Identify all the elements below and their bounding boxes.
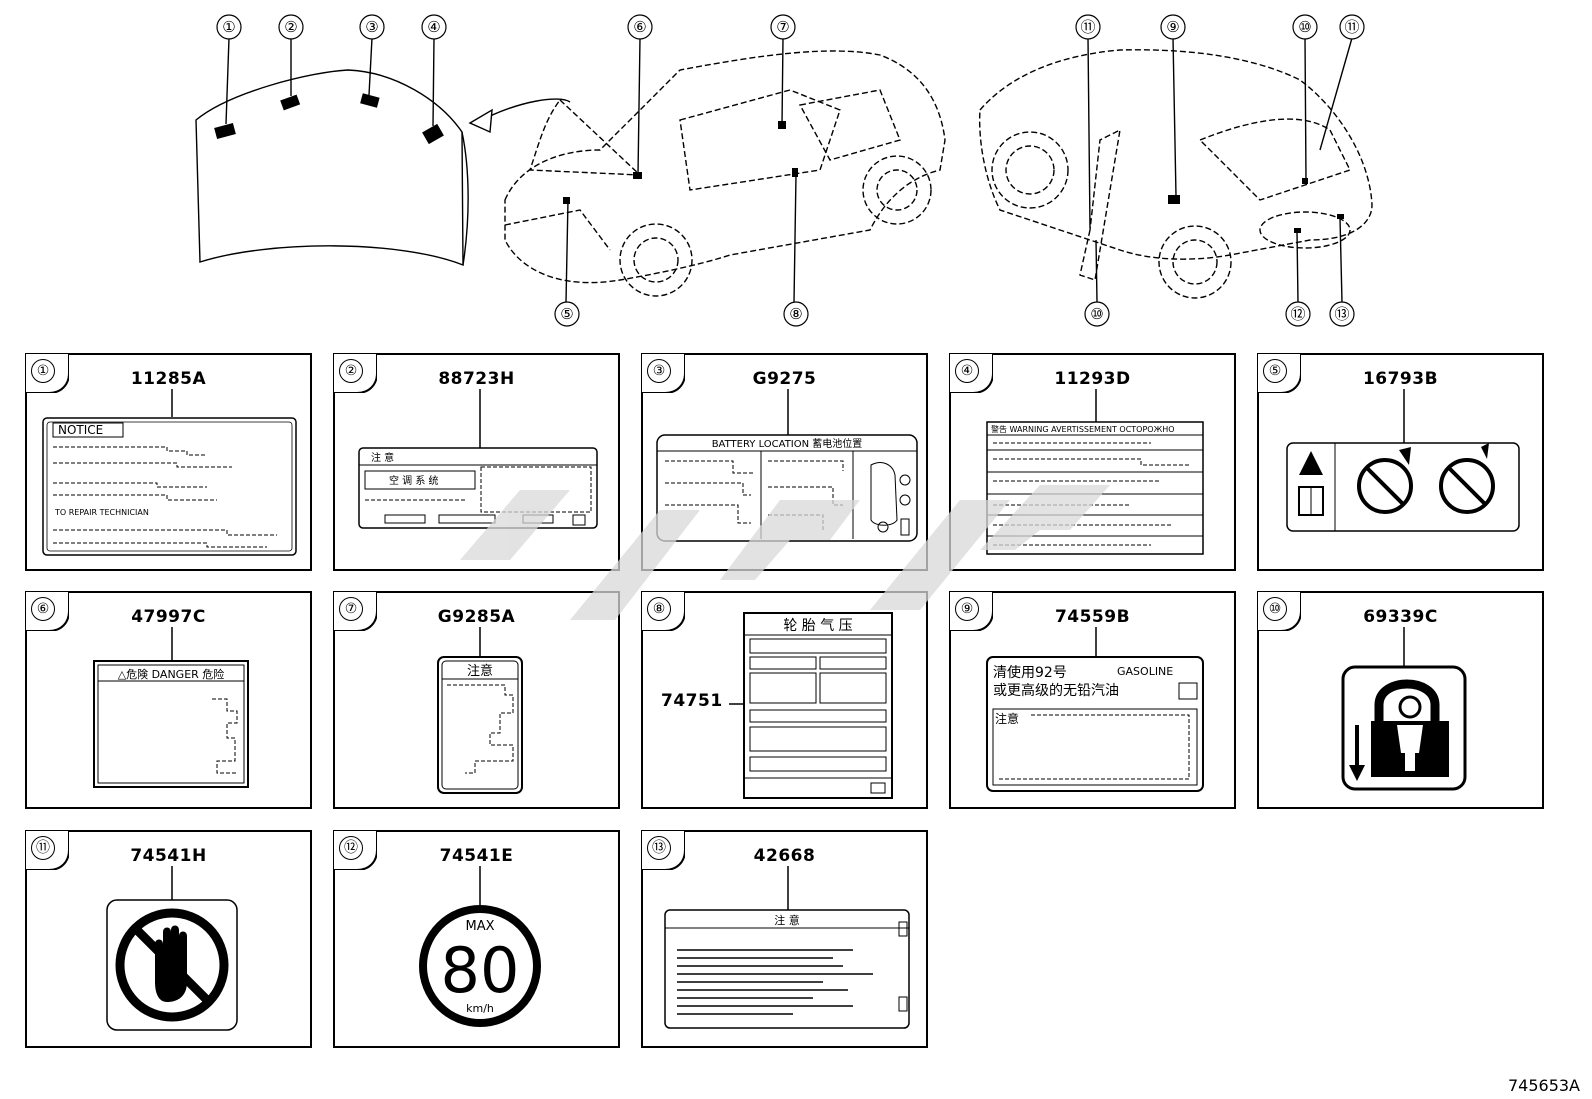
part-number: 69339C bbox=[1363, 607, 1438, 627]
svg-text:⑪: ⑪ bbox=[1344, 18, 1359, 36]
panel-9: ⑨ 74559B 清使用92号 GASOLINE 或更高级的无铅汽油 注意 bbox=[949, 591, 1236, 809]
svg-text:注意: 注意 bbox=[995, 711, 1019, 726]
svg-text:清使用92号: 清使用92号 bbox=[993, 664, 1067, 681]
svg-text:②: ② bbox=[284, 18, 297, 36]
svg-text:③: ③ bbox=[365, 18, 378, 36]
panel-2: ② 88723H 注 意 空 调 系 统 bbox=[333, 353, 620, 571]
callout-3: ③ bbox=[359, 14, 385, 40]
notice-label-icon: NOTICE TO REPAIR TECHNICIAN bbox=[42, 389, 297, 556]
svg-text:km/h: km/h bbox=[466, 1002, 494, 1015]
callout-5: ⑤ bbox=[554, 301, 580, 327]
panel-tab: ⑫ bbox=[333, 830, 377, 870]
ac-caution-label-icon: 注 意 空 调 系 统 bbox=[358, 389, 598, 529]
panel-10: ⑩ 69339C bbox=[1257, 591, 1544, 809]
callouts: ① ② ③ ④ ⑤ ⑥ ⑦ ⑧ ⑪ ⑨ ⑩ ⑪ ⑩ ⑫ ⑬ bbox=[216, 14, 1365, 327]
callout-11-a: ⑪ bbox=[1075, 14, 1101, 40]
svg-text:注 意: 注 意 bbox=[774, 913, 800, 927]
part-number: 74541E bbox=[439, 846, 514, 866]
panel-3: ③ G9275 BATTERY LOCATION 蓄电池位置 bbox=[641, 353, 928, 571]
svg-text:NOTICE: NOTICE bbox=[58, 423, 103, 437]
panel-13: ⑬ 42668 注 意 bbox=[641, 830, 928, 1048]
vehicle-overview-illustration: ① ② ③ ④ ⑤ ⑥ ⑦ ⑧ ⑪ ⑨ ⑩ ⑪ ⑩ ⑫ ⑬ bbox=[195, 14, 1373, 327]
caution-label-icon: 注意 bbox=[437, 627, 523, 794]
front-car-drawing bbox=[504, 50, 946, 297]
callout-9: ⑨ bbox=[1160, 14, 1186, 40]
part-number: 11285A bbox=[130, 369, 207, 389]
speed-limit-icon: MAX 80 km/h bbox=[419, 866, 541, 1027]
svg-text:或更高级的无铅汽油: 或更高级的无铅汽油 bbox=[993, 682, 1119, 699]
svg-text:④: ④ bbox=[427, 18, 440, 36]
callout-7: ⑦ bbox=[770, 14, 796, 40]
svg-text:80: 80 bbox=[441, 934, 520, 1007]
part-number: 74541H bbox=[130, 846, 207, 866]
airbag-warning-pictogram-icon bbox=[1286, 389, 1520, 532]
part-number: G9275 bbox=[752, 369, 817, 389]
panel-1: ① 11285A NOTICE TO REPAIR TECHNICIAN bbox=[25, 353, 312, 571]
callout-1: ① bbox=[216, 14, 242, 40]
svg-text:⑩: ⑩ bbox=[1298, 18, 1311, 36]
svg-text:⑥: ⑥ bbox=[633, 18, 646, 36]
svg-text:警告 WARNING AVERTISSEMENT ОСТОР: 警告 WARNING AVERTISSEMENT ОСТОРОЖНО bbox=[991, 424, 1175, 434]
panel-8: ⑧ 74751 轮 胎 气 压 bbox=[641, 591, 928, 809]
callout-2: ② bbox=[278, 14, 304, 40]
svg-text:TO REPAIR TECHNICIAN: TO REPAIR TECHNICIAN bbox=[54, 508, 149, 517]
child-lock-icon bbox=[1341, 627, 1467, 791]
part-number: 88723H bbox=[438, 369, 515, 389]
tire-pressure-label-icon: 轮 胎 气 压 bbox=[729, 612, 893, 799]
svg-text:⑧: ⑧ bbox=[789, 305, 802, 323]
panel-4: ④ 11293D 警告 WARNING AVERTISSEMENT ОСТОРО… bbox=[949, 353, 1236, 571]
no-hand-icon bbox=[106, 866, 238, 1031]
part-number: 74751 bbox=[661, 691, 723, 711]
callout-8: ⑧ bbox=[783, 301, 809, 327]
panel-5: ⑤ 16793B bbox=[1257, 353, 1544, 571]
svg-text:注 意: 注 意 bbox=[371, 451, 394, 464]
svg-text:轮 胎 气 压: 轮 胎 气 压 bbox=[783, 618, 852, 634]
battery-location-label-icon: BATTERY LOCATION 蓄电池位置 bbox=[656, 389, 918, 542]
panel-12: ⑫ 74541E MAX 80 km/h bbox=[333, 830, 620, 1048]
svg-text:⑤: ⑤ bbox=[560, 305, 573, 323]
part-number: 11293D bbox=[1054, 369, 1131, 389]
callout-4: ④ bbox=[421, 14, 447, 40]
warning-multilingual-label-icon: 警告 WARNING AVERTISSEMENT ОСТОРОЖНО bbox=[986, 389, 1204, 555]
svg-text:⑦: ⑦ bbox=[776, 18, 789, 36]
part-number: 74559B bbox=[1054, 607, 1131, 627]
panel-6: ⑥ 47997C △危険 DANGER 危险 bbox=[25, 591, 312, 809]
panel-tab: ⑤ bbox=[1257, 353, 1301, 393]
panel-tab: ① bbox=[25, 353, 69, 393]
callout-6: ⑥ bbox=[627, 14, 653, 40]
hood-drawing bbox=[195, 37, 571, 267]
part-number: G9285A bbox=[437, 607, 516, 627]
svg-text:△危険 DANGER 危险: △危険 DANGER 危险 bbox=[118, 667, 225, 681]
svg-text:GASOLINE: GASOLINE bbox=[1117, 665, 1173, 678]
svg-text:⑫: ⑫ bbox=[1290, 305, 1305, 323]
panel-7: ⑦ G9285A 注意 bbox=[333, 591, 620, 809]
callout-12: ⑫ bbox=[1285, 301, 1311, 327]
svg-text:①: ① bbox=[222, 18, 235, 36]
svg-text:⑩: ⑩ bbox=[1090, 305, 1103, 323]
reference-code: 745653A bbox=[1507, 1076, 1580, 1095]
svg-text:空 调 系 统: 空 调 系 统 bbox=[389, 474, 439, 487]
callout-11-b: ⑪ bbox=[1339, 14, 1365, 40]
svg-text:⑨: ⑨ bbox=[1166, 18, 1179, 36]
panel-tab: ⑥ bbox=[25, 591, 69, 631]
svg-text:BATTERY LOCATION 蓄电池位置: BATTERY LOCATION 蓄电池位置 bbox=[712, 437, 863, 450]
part-number: 16793B bbox=[1362, 369, 1439, 389]
part-number: 47997C bbox=[131, 607, 206, 627]
svg-text:MAX: MAX bbox=[465, 919, 494, 934]
part-number: 42668 bbox=[753, 846, 816, 866]
danger-label-icon: △危険 DANGER 危险 bbox=[93, 627, 249, 788]
fuel-label-icon: 清使用92号 GASOLINE 或更高级的无铅汽油 注意 bbox=[986, 627, 1204, 792]
svg-text:注意: 注意 bbox=[467, 663, 493, 679]
caution-text-label-icon: 注 意 bbox=[664, 866, 910, 1029]
panel-11: ⑪ 74541H bbox=[25, 830, 312, 1048]
callout-10-b: ⑩ bbox=[1084, 301, 1110, 327]
svg-text:⑬: ⑬ bbox=[1334, 305, 1349, 323]
rear-car-drawing bbox=[978, 49, 1373, 299]
callout-13: ⑬ bbox=[1329, 301, 1355, 327]
svg-text:⑪: ⑪ bbox=[1080, 18, 1095, 36]
callout-10-a: ⑩ bbox=[1292, 14, 1318, 40]
